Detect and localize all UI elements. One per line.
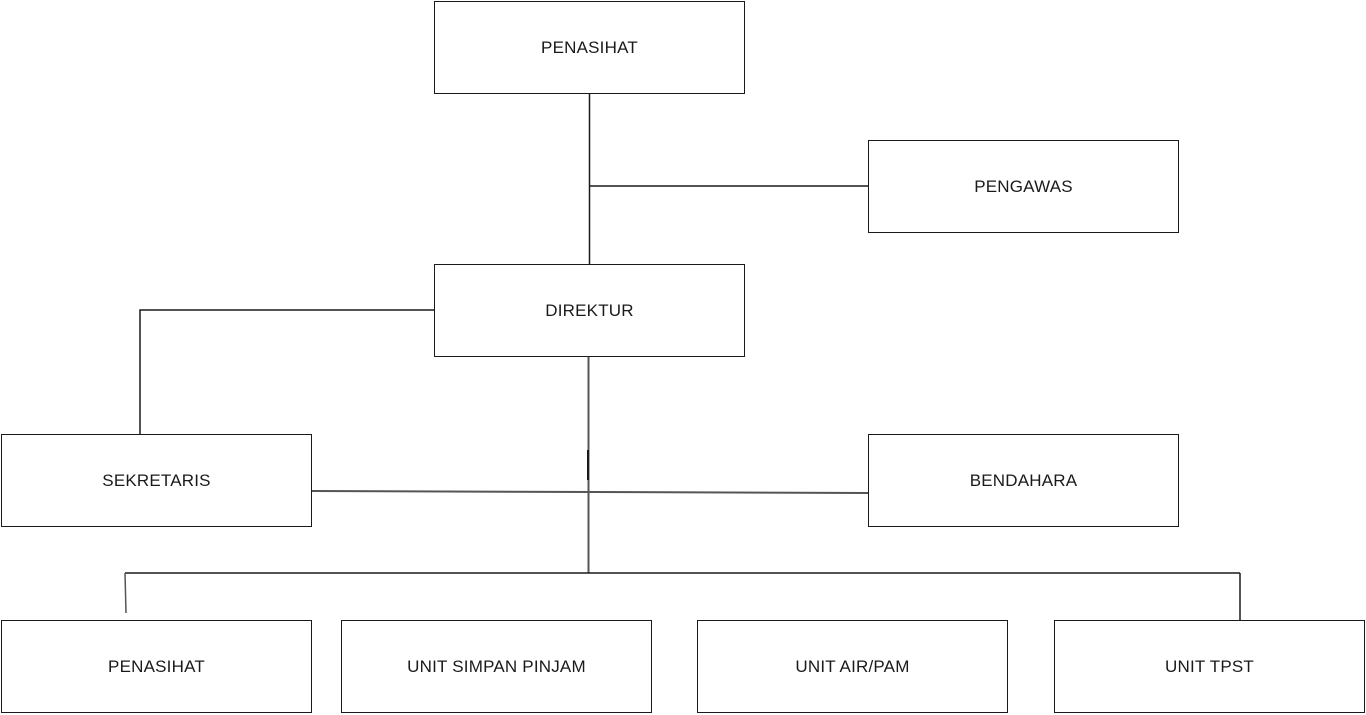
node-sekretaris[interactable]: SEKRETARIS bbox=[1, 434, 312, 527]
node-unit-penasihat[interactable]: PENASIHAT bbox=[1, 620, 312, 713]
node-pengawas[interactable]: PENGAWAS bbox=[868, 140, 1179, 233]
node-unit-tpst[interactable]: UNIT TPST bbox=[1054, 620, 1365, 713]
node-bendahara[interactable]: BENDAHARA bbox=[868, 434, 1179, 527]
node-penasihat-top[interactable]: PENASIHAT bbox=[434, 1, 745, 94]
connector-direktur-sekretaris bbox=[139, 309, 434, 434]
node-unit-simpan-pinjam[interactable]: UNIT SIMPAN PINJAM bbox=[341, 620, 652, 713]
node-unit-air-pam[interactable]: UNIT AIR/PAM bbox=[697, 620, 1008, 713]
connector-unit-1-drop bbox=[124, 572, 127, 614]
node-direktur[interactable]: DIREKTUR bbox=[434, 264, 745, 357]
connector-sekretaris-bendahara bbox=[311, 490, 869, 494]
